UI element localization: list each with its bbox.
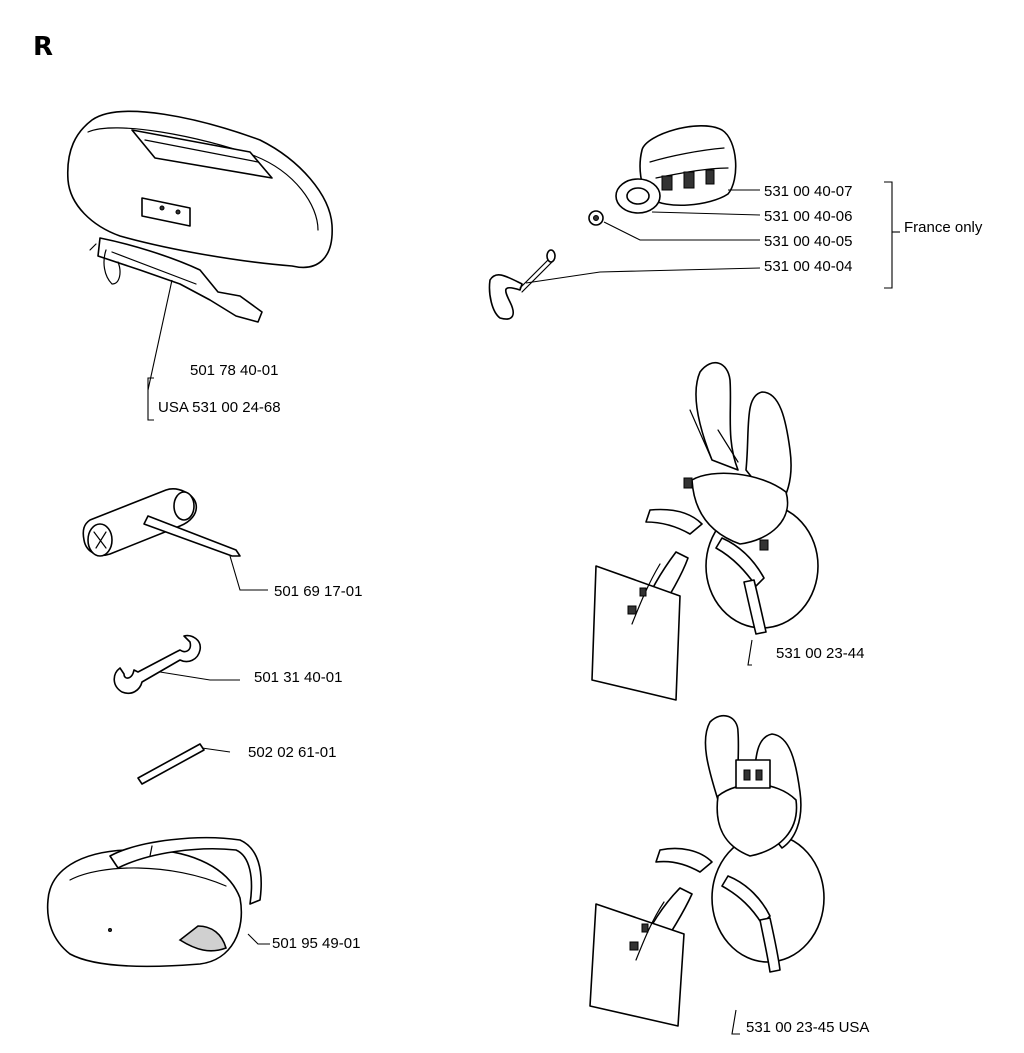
leader-line-open-spanner xyxy=(159,671,240,681)
leader-line-hook-pin xyxy=(525,267,761,284)
label-pin-rod: 502 02 61-01 xyxy=(248,744,336,761)
leader-line-pin-rod xyxy=(201,747,231,753)
label-hook-pin: 531 00 40-04 xyxy=(764,258,852,275)
pin-rod-illustration xyxy=(137,743,205,785)
label-harness-standard: 531 00 23-44 xyxy=(776,645,864,662)
label-hook-small-nut: 531 00 40-05 xyxy=(764,233,852,250)
open-spanner-illustration xyxy=(113,634,202,695)
label-combination-spanner: 501 69 17-01 xyxy=(274,583,362,600)
leader-line-carrying-case xyxy=(147,279,173,391)
bracket-france-only xyxy=(884,181,893,289)
label-carrying-case-usa: USA 531 00 24-68 xyxy=(158,399,281,416)
section-letter: R xyxy=(33,32,53,62)
leader-line-harness-usa xyxy=(731,1009,740,1035)
leader-line-hook-small-nut xyxy=(603,221,760,241)
label-france-only: France only xyxy=(904,219,983,236)
label-protective-goggles: 501 95 49-01 xyxy=(272,935,360,952)
label-hook-washer: 531 00 40-06 xyxy=(764,208,852,225)
leader-line-hook-washer xyxy=(651,211,761,216)
harness-usa-illustration xyxy=(589,714,825,1027)
leader-line-combination-spanner xyxy=(229,555,268,591)
label-carrying-case: 501 78 40-01 xyxy=(190,362,278,379)
hook-assembly-illustration xyxy=(488,125,737,320)
combination-spanner-illustration xyxy=(82,488,241,557)
carrying-case-illustration xyxy=(66,110,333,323)
harness-standard-illustration xyxy=(591,361,819,701)
label-hook-nut: 531 00 40-07 xyxy=(764,183,852,200)
label-open-spanner: 501 31 40-01 xyxy=(254,669,342,686)
protective-goggles-illustration xyxy=(46,836,262,968)
leader-line-harness-standard xyxy=(747,639,753,666)
leader-line-protective-goggles xyxy=(247,933,270,945)
bracket-carrying-case xyxy=(147,377,154,421)
label-harness-usa: 531 00 23-45 USA xyxy=(746,1019,869,1036)
